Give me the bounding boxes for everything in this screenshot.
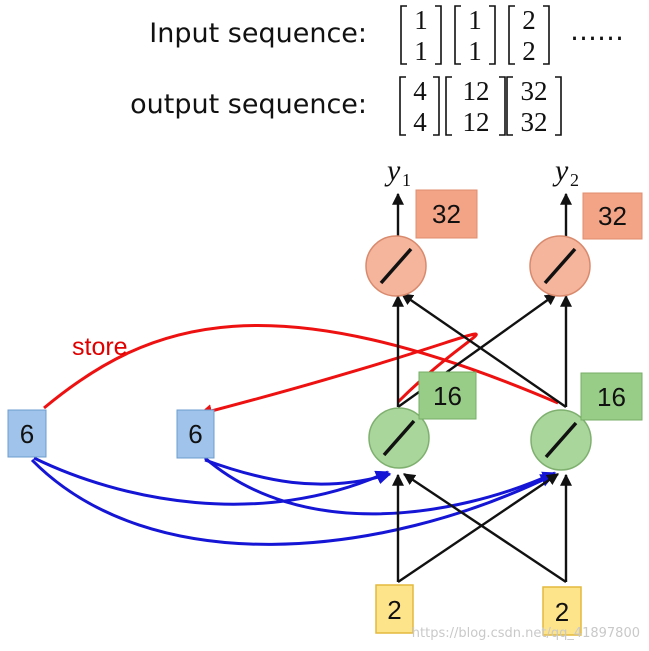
hidden-value-box-1: 16 [418, 371, 477, 420]
store-arrows: store [43, 324, 559, 418]
memory-cell-1: 6 [7, 409, 47, 458]
input-vector-1-top: 1 [414, 5, 428, 35]
output-label-2-symbol: y [552, 154, 569, 187]
memory-link-1-to-hidden-2 [30, 458, 555, 546]
input-vector-3-bottom: 2 [522, 36, 536, 66]
linear-activation-icon [544, 421, 578, 459]
output-neuron-1 [365, 235, 427, 297]
memory-link-2-to-hidden-1 [204, 458, 392, 486]
output-vector-3-top: 32 [521, 76, 548, 106]
output-vector-1-top: 4 [413, 76, 427, 106]
output-vector-2-bottom: 12 [463, 107, 490, 137]
memory-links [30, 456, 557, 546]
input-box-1: 2 [375, 584, 414, 634]
output-value-2: 32 [598, 201, 627, 231]
output-label-1: y 1 [384, 154, 411, 190]
output-vector-1: 4 4 [399, 76, 440, 137]
watermark: https://blog.csdn.net/qq_41897800 [412, 626, 640, 641]
hidden-value-1: 16 [433, 381, 462, 411]
feedforward-arrows [392, 192, 572, 583]
input-vector-1-bottom: 1 [414, 36, 428, 66]
output-vector-1-bottom: 4 [413, 107, 427, 137]
memory-value-2: 6 [188, 419, 202, 449]
output-label-1-subscript: 1 [402, 170, 411, 190]
output-label-2: y 2 [552, 154, 579, 190]
output-label-2-subscript: 2 [570, 170, 579, 190]
linear-activation-icon [382, 419, 416, 457]
linear-activation-icon [379, 247, 413, 285]
output-vector-2-top: 12 [463, 76, 490, 106]
input-ellipsis: …… [570, 16, 624, 47]
input-vector-3-top: 2 [522, 5, 536, 35]
input-value-1: 2 [387, 595, 401, 625]
input-vector-2-bottom: 1 [468, 36, 482, 66]
output-sequence-label: output sequence: [130, 89, 367, 120]
input-vector-1: 1 1 [400, 5, 442, 66]
output-value-1: 32 [432, 199, 461, 229]
output-value-box-2: 32 [582, 192, 643, 240]
hidden-neuron-1 [368, 407, 430, 469]
hidden-neuron-2 [530, 409, 592, 471]
output-label-1-symbol: y [384, 154, 401, 187]
input-box-2: 2 [542, 586, 582, 636]
input-vector-2-top: 1 [468, 5, 482, 35]
input-sequence-label: Input sequence: [149, 18, 367, 49]
output-value-box-1: 32 [415, 189, 478, 239]
memory-cell-2: 6 [176, 409, 215, 459]
store-arrow-right [198, 332, 478, 418]
output-vector-3-bottom: 32 [521, 107, 548, 137]
output-vector-3: 32 32 [506, 76, 562, 137]
hidden-value-box-2: 16 [580, 372, 643, 421]
memory-value-1: 6 [20, 419, 34, 449]
input-value-2: 2 [555, 597, 569, 627]
store-arrow-left [43, 324, 559, 410]
input-vector-3: 2 2 [508, 5, 550, 66]
memory-link-1-to-hidden-1 [33, 456, 390, 506]
store-label: store [72, 333, 128, 361]
linear-activation-icon [543, 247, 577, 285]
output-vector-2: 12 12 [445, 76, 506, 137]
memory-link-2-to-hidden-2 [204, 456, 557, 516]
hidden-value-2: 16 [597, 382, 626, 412]
sequence-header: Input sequence: output sequence: 1 1 1 1… [130, 5, 624, 137]
input-vector-2: 1 1 [454, 5, 496, 66]
output-neuron-2 [529, 235, 591, 297]
